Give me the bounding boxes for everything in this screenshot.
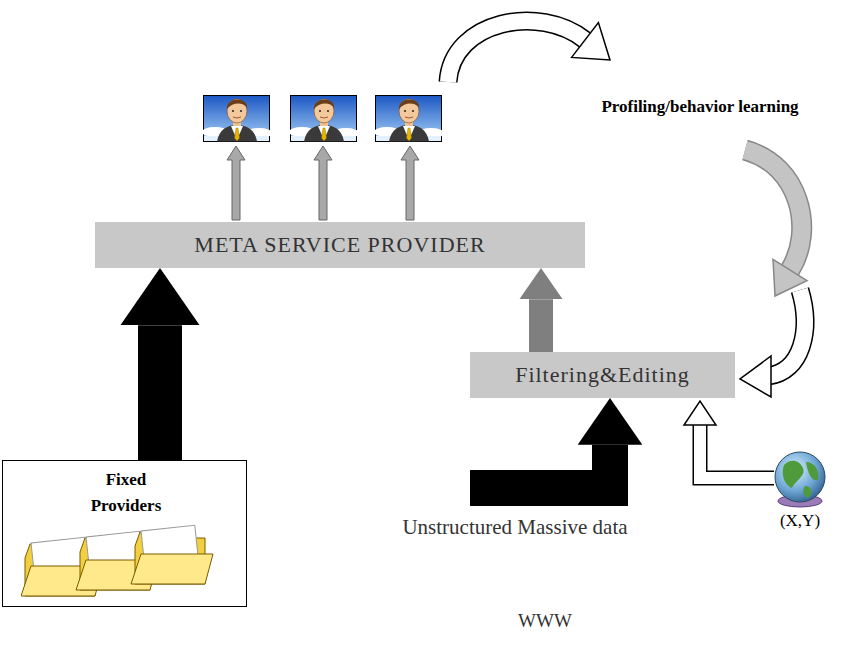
cloud-text: Unstructured Massive data (315, 515, 715, 540)
profile-arrow (740, 290, 805, 397)
node-label: Filtering&Editing (515, 362, 690, 388)
fixed-providers-box: Fixed Providers (2, 460, 247, 607)
user-icon (202, 96, 272, 142)
flow-arrow (470, 445, 610, 488)
delivery-arrow (401, 146, 419, 220)
globe-icon (775, 452, 825, 507)
www-cloud: Unstructured Massive dataWWW (185, 415, 725, 646)
delivery-arrow (227, 146, 245, 220)
location-arrow (684, 401, 774, 478)
delivery-arrows (227, 146, 419, 220)
learning-arrow (745, 150, 807, 296)
folder-icon (131, 525, 213, 584)
node-label: Fixed Providers (71, 467, 181, 518)
user-icon (289, 96, 359, 142)
feedback-arrow (448, 21, 610, 82)
filtering-box: Filtering&Editing (470, 352, 735, 398)
user-icon (374, 96, 444, 142)
cloud-text: WWW (485, 610, 605, 633)
flow-arrow (529, 299, 553, 352)
meta-service-provider-box: META SERVICE PROVIDER (95, 222, 585, 268)
delivery-arrow (314, 146, 332, 220)
node-label: META SERVICE PROVIDER (194, 232, 485, 258)
process-label: Profiling/behavior learning (598, 97, 802, 117)
user-icons (202, 96, 444, 142)
folder-icons (21, 516, 221, 604)
coordinate-label: (X,Y) (765, 511, 835, 531)
flow-arrow (138, 325, 182, 460)
